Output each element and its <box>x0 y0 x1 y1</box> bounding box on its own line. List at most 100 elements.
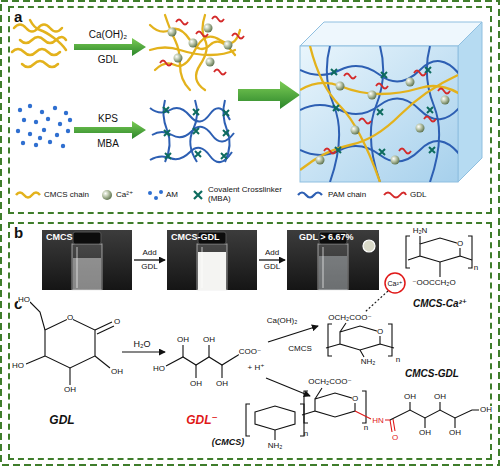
hydrogel-cube-part-part-part <box>359 119 371 124</box>
chemical-structures-part <box>268 326 318 342</box>
chemical-structures-part <box>406 236 472 268</box>
am-monomers <box>16 104 72 148</box>
atom-label: OCH₂COO⁻ <box>308 378 351 386</box>
atom-label: COO⁻ <box>239 348 261 356</box>
hydrogel-cube-part-part-part <box>368 91 377 100</box>
reagent-label: H₂O <box>134 340 151 349</box>
chemical-structures-part <box>340 326 380 350</box>
atom-label: H₂N <box>413 227 428 235</box>
photo-caption: GDL > 6.67% <box>299 233 354 242</box>
edge-label: Add GDL <box>137 246 163 274</box>
hydrogel-cube-part-part <box>324 71 450 154</box>
connector-arrow <box>259 259 285 260</box>
am-monomers-part <box>28 104 32 108</box>
am-monomers-part <box>28 132 32 136</box>
am-monomers-part <box>48 140 52 144</box>
repeat-index: n <box>474 264 478 272</box>
monomer-sample-part <box>148 191 152 195</box>
reagent-label: MBA <box>97 139 119 149</box>
hydrogel-cube-part-part <box>300 46 458 182</box>
legend-text: Covalent Crosslinker (MBA) <box>208 186 290 204</box>
hydrogel-cube-part-part-part <box>391 156 400 165</box>
reagent-label: Ca(OH)₂ <box>89 30 127 40</box>
chemical-structures-part <box>365 291 388 312</box>
hydrogel-cube-part-part <box>300 46 458 182</box>
ca-network <box>150 15 244 90</box>
vial-part <box>201 247 203 288</box>
hydrogel-cube-part <box>300 46 458 182</box>
cmcs-chains-part <box>30 20 66 50</box>
compound-name: GDL⁻ <box>186 414 218 426</box>
chemical-structures-part <box>326 323 394 357</box>
ca-network-part-part <box>176 20 188 25</box>
ca-network-part-part <box>160 61 172 66</box>
reagent-label: KPS <box>98 114 118 124</box>
am-monomers-part <box>53 106 57 110</box>
ca-network-part-part <box>174 54 183 63</box>
green-arrow <box>74 38 146 56</box>
connector-arrow <box>134 259 165 260</box>
hydrogel-cube-part-part <box>316 78 450 165</box>
atom-label: O <box>352 395 358 403</box>
hydrogel-cube-part-part <box>331 67 435 155</box>
atom-label: OH <box>480 406 492 414</box>
monomer-sample-part <box>154 196 158 200</box>
atom-label: O <box>377 328 383 336</box>
compound-name: CMCS-GDL <box>405 369 459 379</box>
atom-label: HO <box>12 362 24 370</box>
atom-label: NH₂ <box>268 442 283 450</box>
am-monomers-part <box>34 120 38 124</box>
panel-letter: b <box>14 225 23 240</box>
ca-network-part-part <box>168 28 177 37</box>
chemical-structures-part <box>95 322 114 334</box>
chemical-structures-part <box>315 393 355 417</box>
atom-label: O <box>392 434 398 442</box>
am-monomers-part <box>38 136 42 140</box>
panel-letter: a <box>14 9 22 24</box>
atom-label: OH <box>203 336 215 344</box>
vial-part <box>72 244 102 290</box>
vial-part <box>73 232 101 244</box>
pam-network-part-part <box>193 109 199 115</box>
ca-network-part-part <box>155 30 240 70</box>
chemical-structures-part <box>410 402 455 428</box>
hydrogel-cube-part-part-part <box>377 109 383 115</box>
pam-network-part-part <box>152 127 234 142</box>
hydrogel-cube-part-part-part <box>333 105 339 111</box>
repeat-index: n <box>396 356 400 364</box>
atom-label: NH₂ <box>361 358 376 366</box>
chemical-structures-part <box>302 388 322 415</box>
hydrogel-cube-part-part-part <box>316 156 325 165</box>
vial-part <box>318 244 348 290</box>
legend-text: CMCS chain <box>44 191 89 200</box>
hydrogel-cube-part-part-part <box>310 46 380 182</box>
pam-network-part-part <box>223 110 229 116</box>
cmcs-chains <box>12 20 66 67</box>
hydrogel-cube-part <box>458 22 482 182</box>
hydrogel-cube-part-part-part <box>351 126 360 135</box>
atom-label: + H⁺ <box>248 364 265 372</box>
pam-network-part <box>150 100 234 162</box>
hydrogel-cube-part-part-part <box>300 75 458 170</box>
sphere-sample-part <box>102 190 112 200</box>
am-monomers-part <box>34 143 38 147</box>
chemical-structures-part <box>246 404 304 440</box>
atom-label: OH <box>216 380 228 388</box>
crosslinker-sample <box>190 187 206 203</box>
hydrogel-cube-part-part-part <box>327 46 339 182</box>
hydrogel-cube <box>300 22 482 182</box>
am-monomers-part <box>58 122 62 126</box>
ca-network-part-part <box>214 70 226 75</box>
pam-network-part-part <box>195 151 201 157</box>
chemical-structures-part <box>122 351 165 352</box>
hydrogel-cube-part-part-part <box>331 69 337 75</box>
chemical-structures-part <box>408 236 472 277</box>
ca-network-part <box>168 24 233 67</box>
reagent-label: GDL <box>98 55 119 65</box>
pam-network-part-part <box>163 107 169 113</box>
cmcs-chains-part <box>12 49 60 55</box>
chemical-structures-part <box>95 356 110 368</box>
pam-network-part-part <box>193 128 199 134</box>
ca-network-part-part <box>196 32 208 37</box>
